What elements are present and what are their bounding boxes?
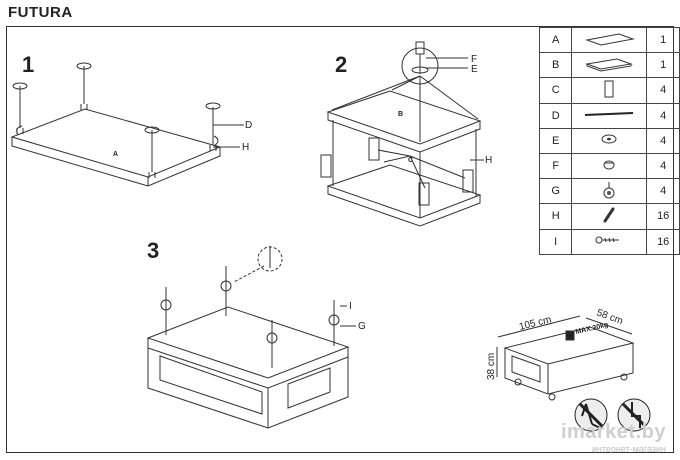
no-sitting-icon [617, 398, 651, 432]
part-qty: 4 [646, 152, 680, 180]
part-id: F [538, 152, 573, 180]
part-qty: 4 [646, 102, 680, 129]
parts-row: H 16 [538, 203, 680, 230]
step-1-number: 1 [22, 52, 34, 77]
leg-block-icon [604, 80, 614, 98]
part-id: A [538, 26, 573, 54]
label-h-step2: H [485, 155, 492, 166]
part-qty: 1 [646, 52, 680, 79]
dimension-view [496, 315, 635, 401]
parts-row: A 1 [538, 26, 680, 54]
parts-row: D 4 [538, 102, 680, 129]
parts-row: G 4 [538, 178, 680, 205]
parts-row: C 4 [538, 77, 680, 104]
part-qty: 4 [646, 178, 680, 205]
top-panel-icon [585, 33, 636, 46]
part-qty: 1 [646, 26, 680, 54]
step-2-number: 2 [335, 52, 347, 77]
no-standing-icon [574, 398, 608, 432]
step-2-frame [320, 41, 484, 227]
washer-icon [601, 134, 617, 144]
part-qty: 16 [646, 228, 680, 255]
part-id: G [538, 178, 573, 205]
step-1-rods [12, 62, 244, 178]
part-qty: 16 [646, 203, 680, 230]
part-id: I [538, 228, 573, 255]
part-id: C [538, 77, 573, 104]
watermark: imarket.by интернет-магазин [561, 421, 666, 454]
parts-row: B 1 [538, 52, 680, 79]
label-e: E [471, 64, 478, 75]
nut-icon [603, 160, 615, 170]
rod-icon [585, 112, 634, 117]
label-a: A [113, 151, 118, 158]
part-id: H [538, 203, 573, 230]
dimension-height: 38 cm [486, 353, 497, 380]
pin-icon [603, 207, 615, 223]
step-3-number: 3 [147, 238, 159, 263]
bottom-panel-icon [585, 58, 634, 72]
parts-row: F 4 [538, 152, 680, 180]
caster-icon [603, 181, 615, 199]
watermark-subtitle: интернет-магазин [591, 444, 666, 454]
parts-row: E 4 [538, 127, 680, 154]
part-qty: 4 [646, 77, 680, 104]
part-id: D [538, 102, 573, 129]
watermark-brand: imarket.by [560, 421, 666, 443]
label-i: I [349, 301, 352, 312]
label-h: H [242, 142, 249, 153]
part-id: E [538, 127, 573, 154]
part-id: B [538, 52, 573, 79]
label-d: D [245, 120, 252, 131]
label-c: C [408, 157, 413, 164]
step-1-top-panel [10, 108, 222, 187]
label-f: F [471, 54, 477, 65]
label-b: B [398, 111, 403, 118]
label-g: G [358, 321, 366, 332]
screw-icon [595, 236, 620, 244]
dimension-length: 105 cm [518, 314, 552, 333]
step-3-table [146, 246, 356, 429]
parts-row: I 16 [538, 228, 680, 255]
page-title: FUTURA [8, 4, 73, 21]
max-load-label: MAX.30kg [575, 322, 609, 336]
part-qty: 4 [646, 127, 680, 154]
parts-table: A 1 B 1 C 4 D 4 E 4 F 4 G [538, 26, 680, 255]
